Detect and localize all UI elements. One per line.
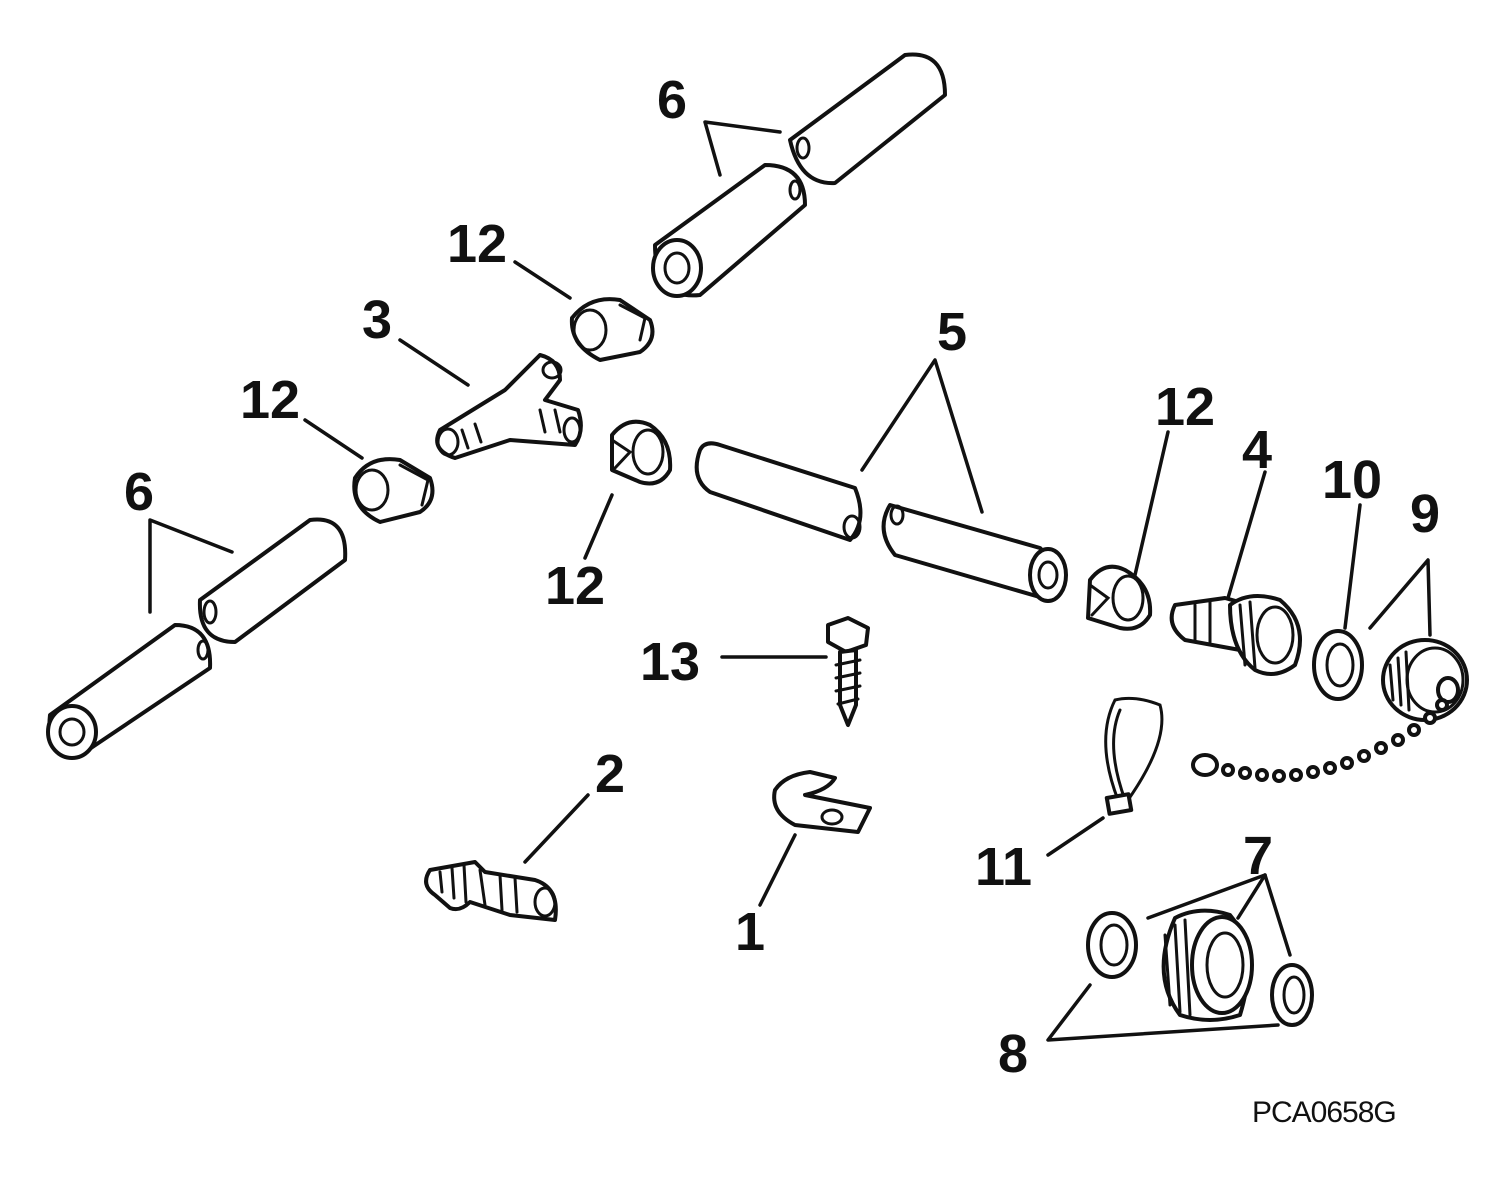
callout-9: 9 xyxy=(1410,484,1440,544)
washer-8-right xyxy=(1270,963,1314,1027)
callout-3: 3 xyxy=(362,290,392,350)
washer-10 xyxy=(1312,629,1364,701)
screw-13 xyxy=(826,616,870,727)
callout-6-top: 6 xyxy=(657,70,687,130)
callout-7: 7 xyxy=(1243,826,1273,886)
bead-chain xyxy=(1191,698,1449,783)
callout-12-top: 12 xyxy=(447,214,507,274)
callout-4: 4 xyxy=(1242,420,1272,480)
hose-6-left-upper xyxy=(197,517,348,644)
hose-barb-fitting-4 xyxy=(1169,594,1302,676)
leader-lines xyxy=(148,120,1432,1042)
tee-fitting-3 xyxy=(435,353,583,460)
hose-5-right xyxy=(881,503,1068,603)
clamp-12-left xyxy=(352,457,435,524)
callout-12-left: 12 xyxy=(240,370,300,430)
clamp-12-middle xyxy=(610,419,673,486)
clamp-12-top xyxy=(569,297,655,362)
callout-6-left: 6 xyxy=(124,462,154,522)
hose-6-top-lower xyxy=(651,163,807,298)
callout-10: 10 xyxy=(1322,450,1382,510)
clip-1 xyxy=(772,770,872,834)
hose-5-left xyxy=(694,441,863,542)
callout-11: 11 xyxy=(975,837,1032,897)
cap-with-chain-9 xyxy=(1191,638,1469,783)
callout-1: 1 xyxy=(735,902,765,962)
hose-6-left-lower xyxy=(46,623,213,760)
callout-5: 5 xyxy=(937,302,967,362)
callout-12-right: 12 xyxy=(1155,377,1215,437)
hose-coupling-7 xyxy=(1161,908,1254,1022)
hose-6-top-upper xyxy=(788,52,947,186)
callout-13: 13 xyxy=(640,632,700,692)
callout-12-middle: 12 xyxy=(545,556,605,616)
washer-8-left xyxy=(1086,911,1138,979)
cable-tie-11 xyxy=(1104,696,1164,816)
callout-8: 8 xyxy=(998,1024,1028,1084)
hose-connector-2 xyxy=(424,860,558,922)
reference-code: PCA0658G xyxy=(1252,1096,1396,1129)
clamp-12-right xyxy=(1086,564,1153,631)
callout-2: 2 xyxy=(595,744,625,804)
